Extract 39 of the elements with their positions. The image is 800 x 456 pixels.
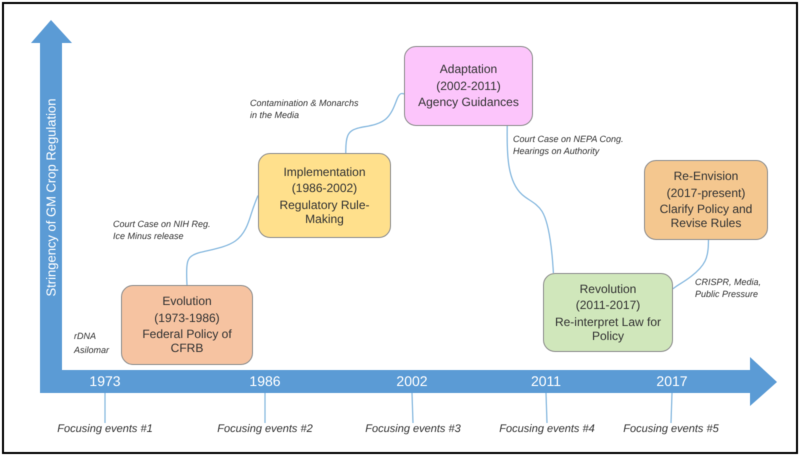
connector-curve [345,92,404,153]
leader-line [545,392,548,424]
axis-title: Stringency of GM Crop Regulation [44,98,58,298]
era-box [404,46,533,126]
box-heading: Revolution [580,282,636,296]
connector-curve [506,126,554,274]
leader-line [264,393,266,423]
era-box [644,160,768,240]
box-heading: Re-Envision [674,169,738,184]
box-description: Re-interpret Law for Policy [554,314,662,344]
year-label: 2011 [521,373,571,391]
connector-curve [672,240,710,290]
era-box [543,273,673,352]
box-description: Clarify Policy and Revise Rules [658,202,754,231]
era-box [121,285,253,365]
box-heading: Evolution [162,294,212,309]
year-label: 2002 [387,373,437,391]
date-range: (1973-1986) [154,310,220,325]
box-heading: Adaptation [440,62,498,77]
date-range: (2002-2011) [436,78,501,94]
event-label: Focusing events #3 [348,423,478,439]
box-heading: Implementation [283,164,366,180]
year-label: 1986 [240,373,290,391]
date-range: (2011-2017) [576,298,640,312]
box-description: Agency Guidances [418,95,519,110]
event-note: rDNA Asilomar [74,330,110,356]
date-range: (1986-2002) [292,181,358,196]
event-label: Focusing events #2 [200,423,330,439]
event-label: Focusing events #1 [40,423,170,439]
leader-line [670,392,673,424]
leader-line [104,393,106,423]
era-box [258,153,391,238]
leader-line [411,392,414,424]
year-label: 2017 [647,373,697,391]
box-description: Federal Policy of CFRB [141,327,233,356]
connector-curve [186,195,259,286]
box-description: Regulatory Rule-Making [278,198,371,226]
date-range: (2017-present) [666,186,746,200]
year-label: 1973 [80,373,130,391]
